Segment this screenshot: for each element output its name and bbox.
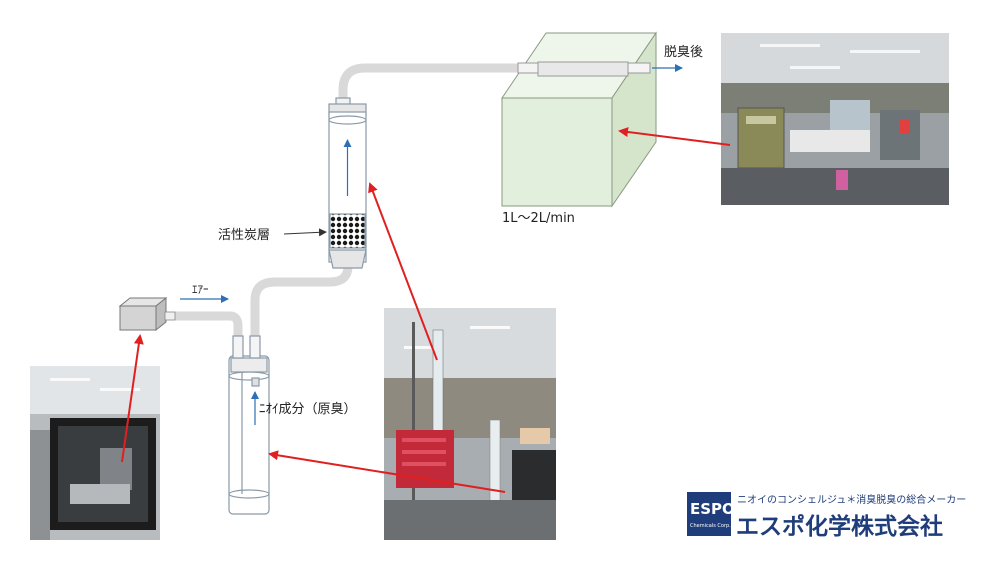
pointer-setup-to-bubbler [268, 450, 506, 493]
pointer-setup-to-column [368, 182, 438, 361]
air-pump [118, 296, 176, 332]
logo-tagline: ニオイのコンシェルジュ＊消臭脱臭の総合メーカー [737, 493, 966, 506]
company-logo: ESPO Chemicals Corp. ニオイのコンシェルジュ＊消臭脱臭の総合… [687, 492, 966, 540]
tube-pump-to-bubbler [170, 311, 243, 353]
photo-flow-meter [721, 33, 949, 205]
pointer-airpump-photo-to-pump [121, 334, 144, 463]
carbon-column [328, 97, 367, 269]
photo-air-pump [30, 366, 160, 540]
gas-washing-bottle [228, 335, 270, 515]
logo-mark: ESPO [690, 500, 735, 518]
carbon-layer-label: 活性炭層 [218, 228, 270, 243]
tube-column-to-box [338, 63, 525, 108]
flow-rate-label: 1L～2L/min [502, 211, 575, 226]
deodorized-label: 脱臭後 [664, 45, 703, 60]
logo-mark-sub: Chemicals Corp. [690, 523, 731, 529]
carbon-layer-pointer [283, 228, 327, 237]
logo-company-name: エスポ化学株式会社 [736, 513, 943, 540]
odor-component-label: ﾆｵｲ成分（原臭） [259, 402, 357, 417]
tube-bubbler-to-column [250, 261, 353, 353]
pointer-meter-to-box [618, 127, 731, 146]
logo-mark-box [687, 492, 731, 536]
deodorization-box [501, 31, 657, 208]
photo-pointer-arrows [121, 127, 731, 493]
carbon-bed [329, 213, 366, 249]
tubing [170, 63, 525, 353]
photo-column-setup [384, 308, 556, 540]
air-label: ｴｱｰ [192, 283, 209, 296]
